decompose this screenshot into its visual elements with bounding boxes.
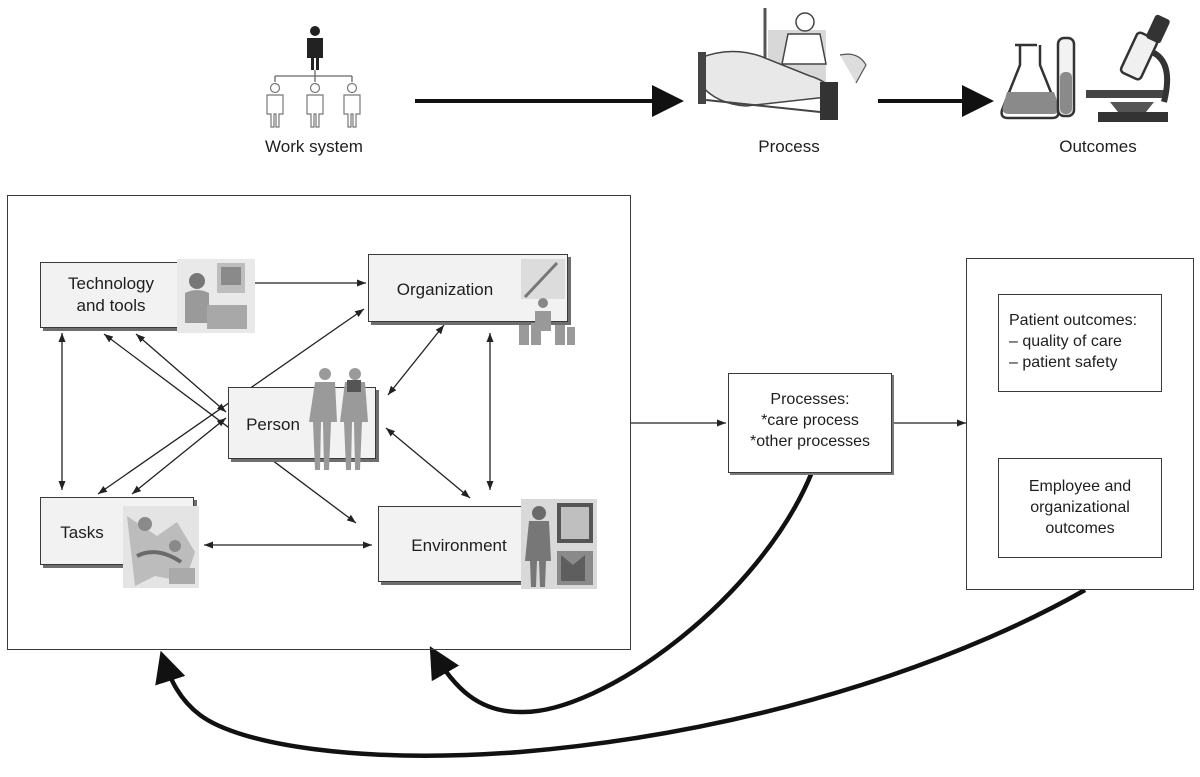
- technology-and-tools-box: Technology and tools: [40, 259, 255, 333]
- feedback-processes-to-work-system: [429, 471, 815, 715]
- organization-box: Organization: [368, 254, 575, 345]
- patient-outcomes-safety: – patient safety: [1009, 353, 1118, 371]
- org-chart-icon: [266, 26, 361, 128]
- employee-outcomes-line3: outcomes: [1045, 519, 1115, 537]
- processes-title: Processes:: [770, 391, 850, 408]
- feedback-outcomes-to-work-system: [155, 588, 1087, 758]
- environment-box: Environment: [378, 499, 597, 589]
- technology-photo-icon: [177, 259, 255, 333]
- person-box: Person: [228, 368, 376, 470]
- environment-photo-icon: [521, 499, 597, 589]
- link-person-tasks: [131, 417, 227, 495]
- hospital-bed-icon: [698, 8, 867, 120]
- patient-outcomes-quality: – quality of care: [1009, 332, 1122, 350]
- processes-box: Processes: *care process *other processe…: [728, 373, 892, 473]
- organization-label: Organization: [396, 280, 494, 299]
- microscope-icon: [1086, 14, 1170, 122]
- tasks-box: Tasks: [40, 497, 199, 588]
- link-person-environment: [385, 427, 471, 499]
- organization-photo-icon: [519, 259, 575, 345]
- lab-flask-icon: [1000, 36, 1076, 120]
- employee-outcomes-line1: Employee and: [1028, 478, 1132, 495]
- technology-label-line1: Technology: [67, 274, 154, 293]
- label-work-system: Work system: [265, 137, 363, 156]
- processes-other-item: *other processes: [749, 432, 871, 450]
- employee-outcomes-box: Employee and organizational outcomes: [998, 458, 1162, 558]
- work-system-box: [7, 195, 631, 650]
- processes-care-item: *care process: [761, 411, 859, 429]
- patient-outcomes-title: Patient outcomes:: [1009, 312, 1138, 329]
- environment-label: Environment: [411, 536, 507, 555]
- tasks-photo-icon: [123, 506, 199, 588]
- link-org-person: [387, 324, 445, 396]
- label-process: Process: [758, 137, 820, 156]
- label-outcomes: Outcomes: [1059, 137, 1137, 156]
- patient-outcomes-box: Patient outcomes: – quality of care – pa…: [998, 294, 1162, 392]
- person-figures-icon: [309, 368, 368, 470]
- person-label: Person: [246, 415, 300, 434]
- technology-label-line2: and tools: [76, 296, 146, 316]
- tasks-label: Tasks: [60, 523, 104, 542]
- employee-outcomes-line2: organizational: [1030, 498, 1130, 516]
